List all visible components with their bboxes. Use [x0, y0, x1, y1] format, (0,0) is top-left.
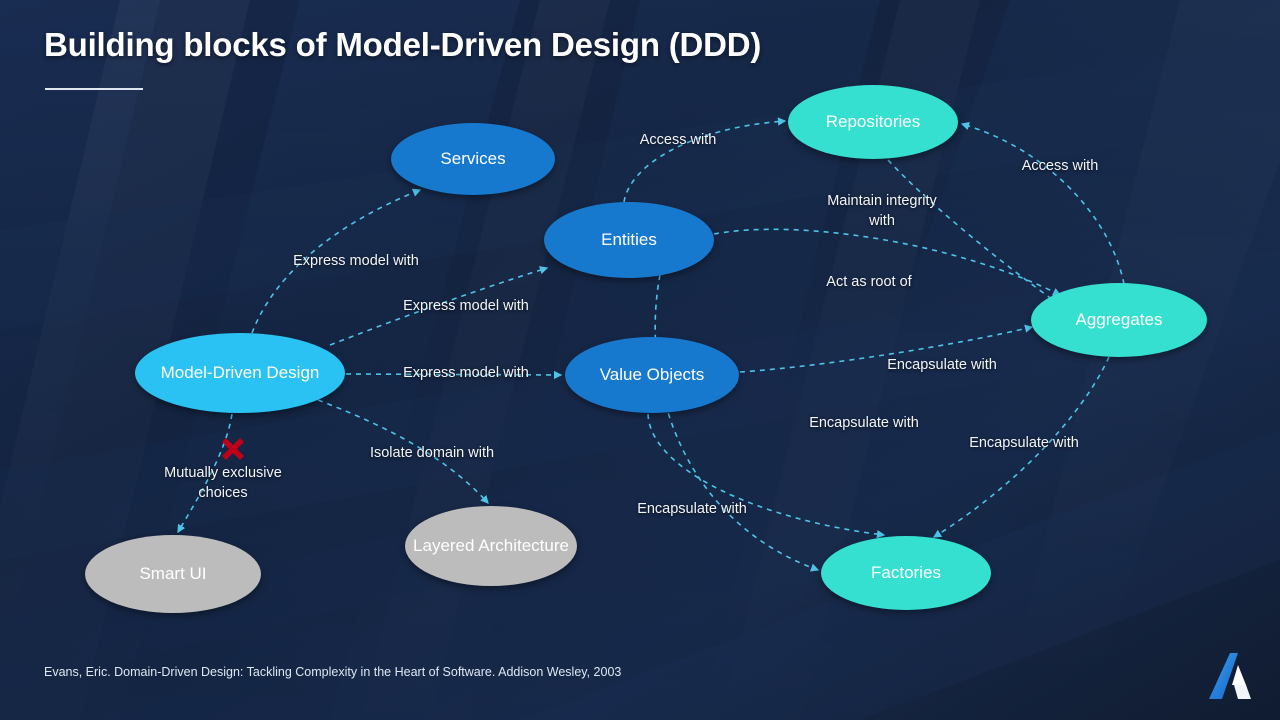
node-value-objects[interactable]: Value Objects	[565, 337, 739, 413]
edge-label-isolate-domain-with: Isolate domain with	[369, 445, 495, 461]
edge-value-aggregates	[739, 324, 1034, 373]
node-model-driven-design[interactable]: Model-Driven Design	[135, 333, 345, 413]
edge-aggregates-repositories	[960, 121, 1125, 285]
edge-mdd-services	[251, 188, 422, 334]
edge-label-express-model-with-services: Express model with	[293, 253, 419, 269]
node-label: Layered Architecture	[413, 536, 569, 556]
edge-label-express-model-with-entities: Express model with	[403, 298, 529, 314]
edge-value-factories	[647, 413, 886, 539]
edge-label-act-as-root-of: Act as root of	[826, 274, 912, 290]
edge-entities-factories	[654, 274, 820, 572]
node-layered-architecture[interactable]: Layered Architecture	[405, 506, 577, 586]
node-entities[interactable]: Entities	[544, 202, 714, 278]
edge-mdd-layered	[317, 399, 489, 504]
mutually-exclusive-x-icon	[222, 438, 244, 460]
node-repositories[interactable]: Repositories	[788, 85, 958, 159]
title-underline	[45, 88, 143, 90]
node-label: Entities	[601, 230, 657, 250]
edge-label-encapsulate-with-value-aggregates: Encapsulate with	[887, 357, 997, 373]
page-title: Building blocks of Model-Driven Design (…	[44, 26, 762, 63]
edge-label-encapsulate-with-value-factories: Encapsulate with	[809, 415, 919, 431]
edge-label-mutually-exclusive-choices: Mutually exclusive choices	[164, 465, 282, 501]
edge-label-encapsulate-with-aggregates-factories: Encapsulate with	[969, 435, 1079, 451]
node-label: Services	[440, 149, 506, 169]
node-services[interactable]: Services	[391, 123, 555, 195]
node-factories[interactable]: Factories	[821, 536, 991, 610]
node-label: Aggregates	[1075, 310, 1163, 330]
edge-label-access-with-entities: Access with	[639, 132, 717, 148]
node-label: Factories	[871, 563, 941, 583]
brand-logo-a-icon	[1209, 653, 1251, 699]
node-label: Model-Driven Design	[160, 363, 320, 383]
node-label: Smart UI	[139, 564, 207, 584]
edge-label-access-with-aggregates: Access with	[1021, 158, 1099, 174]
edge-mdd-smartui	[177, 413, 233, 534]
node-aggregates[interactable]: Aggregates	[1031, 283, 1207, 357]
source-citation: Evans, Eric. Domain-Driven Design: Tackl…	[44, 665, 622, 679]
edge-label-maintain-integrity-with: Maintain integrity with	[827, 193, 937, 229]
node-label: Repositories	[825, 112, 921, 132]
edge-repositories-aggregates	[887, 159, 1062, 306]
node-smart-ui[interactable]: Smart UI	[85, 535, 261, 613]
edge-mdd-entities	[329, 266, 549, 346]
edge-entities-repositories	[623, 117, 787, 203]
edge-label-express-model-with-value-objects: Express model with	[403, 365, 529, 381]
edge-label-encapsulate-with-entities-factories: Encapsulate with	[637, 501, 747, 517]
node-label: Value Objects	[599, 365, 705, 385]
